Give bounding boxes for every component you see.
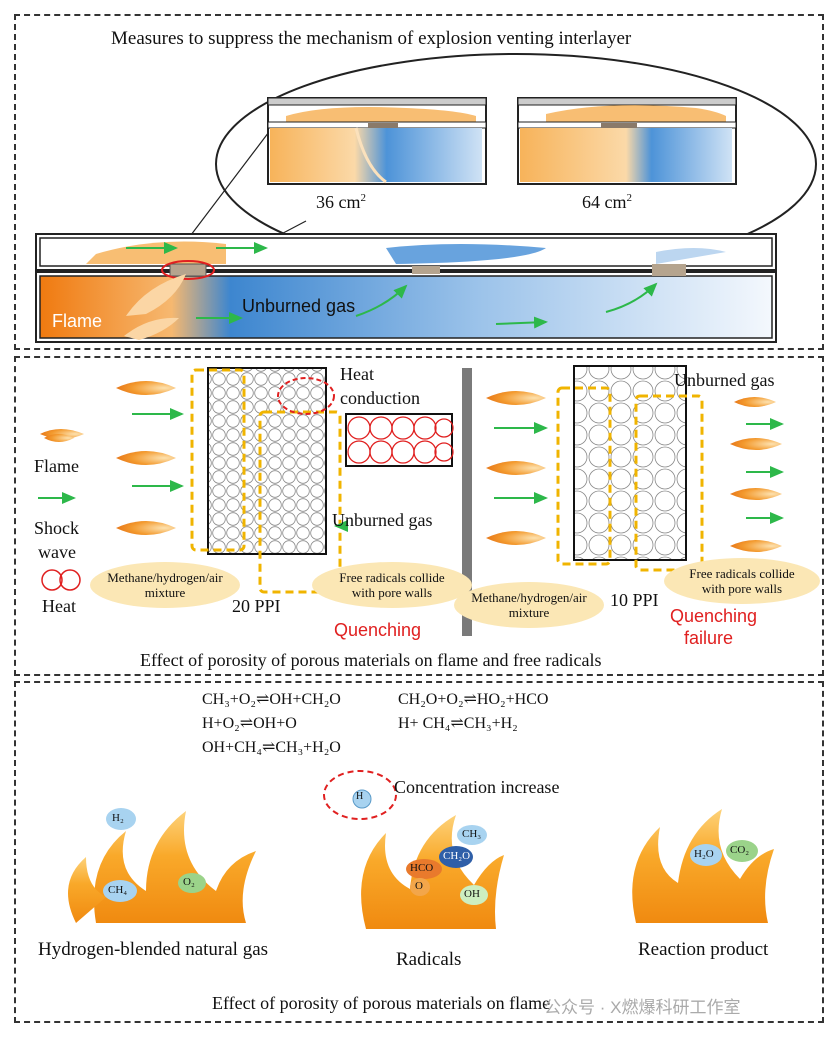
label-reaction-product: Reaction product xyxy=(638,939,769,960)
legend-heat: Heat xyxy=(42,596,76,616)
legend-shock-1: Shock xyxy=(34,518,79,538)
unburned-gas-label: Unburned gas xyxy=(242,296,356,316)
porosity-diagram xyxy=(38,365,784,636)
heat-conduction-line1: Heat xyxy=(340,364,374,384)
ppi10-label: 10 PPI xyxy=(610,590,659,610)
bubble2-o: O xyxy=(415,880,423,892)
quenching-failure-1: Quenching xyxy=(670,606,758,626)
bubble1-o2: O₂ xyxy=(183,876,195,888)
equation-3: OH+CH₄⇌CH₃+H₂O xyxy=(202,739,341,756)
quenching-failure-2: failure xyxy=(684,628,734,648)
bubble2-oh: OH xyxy=(464,888,480,900)
concentration-label: Concentration increase xyxy=(394,777,560,797)
porosity-panel: Heat conduction Unburned gas Unburned ga… xyxy=(14,356,824,676)
equation-4: CH₂O+O₂⇌HO₂+HCO xyxy=(398,691,549,708)
area-64-label: 64 cm xyxy=(582,192,627,212)
panel3-caption: Effect of porosity of porous materials o… xyxy=(212,993,551,1013)
area-64-sup: 2 xyxy=(626,192,633,204)
bubble1-ch4: CH₄ xyxy=(108,884,128,896)
legend-shock-2: wave xyxy=(38,542,76,562)
venting-interlayer-panel: Measures to suppress the mechanism of ex… xyxy=(14,14,824,350)
equation-5: H+ CH₄⇌CH₃+H₂ xyxy=(398,715,518,732)
flames-diagram xyxy=(68,770,774,929)
label-radicals: Radicals xyxy=(396,949,462,970)
area-36-label: 36 cm xyxy=(316,192,361,212)
equation-1: CH₃+O₂⇌OH+CH₂O xyxy=(202,691,341,708)
watermark: 公众号 · X燃爆科研工作室 xyxy=(544,998,741,1017)
bubble1-h2: H₂ xyxy=(112,812,124,824)
bubble3-co2: CO₂ xyxy=(730,844,750,856)
bubble3-h2o: H₂O xyxy=(694,848,714,860)
panel2-caption: Effect of porosity of porous materials o… xyxy=(140,650,602,670)
heat-conduction-line2: conduction xyxy=(340,388,420,408)
reaction-panel: CH₃+O₂⇌OH+CH₂O H+O₂⇌OH+O OH+CH₄⇌CH₃+H₂O … xyxy=(14,681,824,1023)
venting-diagram xyxy=(35,53,817,343)
h-bubble: H xyxy=(356,791,364,802)
legend-flame: Flame xyxy=(34,456,79,476)
equation-2: H+O₂⇌OH+O xyxy=(202,715,297,732)
bubble2-ch2o: CH₂O xyxy=(443,850,471,862)
area-36-sup: 2 xyxy=(360,192,367,204)
unburned-gas-mid: Unburned gas xyxy=(332,510,433,530)
panel1-title: Measures to suppress the mechanism of ex… xyxy=(111,28,632,49)
bubble2-ch3: CH₃ xyxy=(462,828,482,840)
quenching-label: Quenching xyxy=(334,620,422,640)
bubble2-hco: HCO xyxy=(410,862,434,874)
label-hydrogen-blended: Hydrogen-blended natural gas xyxy=(38,939,269,960)
unburned-gas-top: Unburned gas xyxy=(674,370,775,390)
flame-label: Flame xyxy=(52,311,103,331)
ppi20-label: 20 PPI xyxy=(232,596,281,616)
